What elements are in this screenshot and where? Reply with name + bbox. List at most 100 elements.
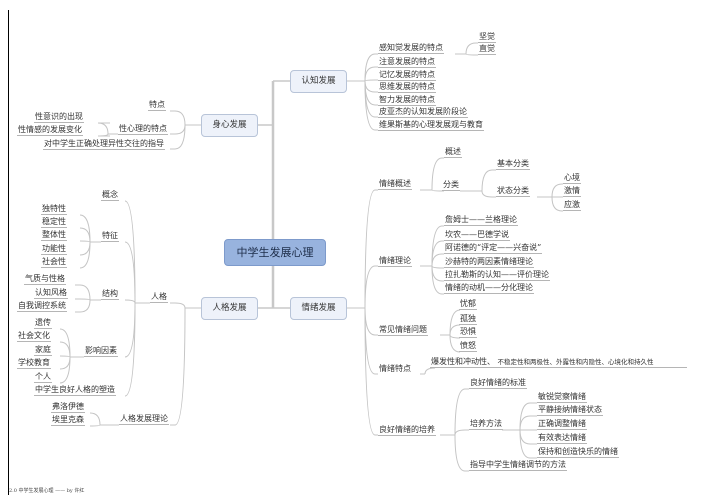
connector (364, 265, 378, 309)
node[interactable]: 正确调整情绪 (537, 419, 587, 430)
node[interactable]: 培养方法 (469, 419, 503, 430)
node[interactable]: 应激 (563, 200, 581, 211)
connector (89, 424, 101, 427)
node[interactable]: 常见情绪问题 (378, 325, 428, 336)
node[interactable]: 基本分类 (496, 159, 530, 170)
node[interactable]: 概述 (444, 147, 462, 158)
node[interactable]: 情绪概述 (378, 179, 412, 190)
connector (364, 80, 378, 93)
node[interactable]: 对中学生正确处理异性交往的指导 (43, 139, 165, 150)
connector (170, 307, 186, 426)
node[interactable]: 愤怒 (459, 341, 477, 352)
connector (465, 53, 478, 56)
connector (551, 183, 563, 198)
connector (59, 355, 71, 358)
node[interactable]: 性意识的出现 (34, 112, 84, 123)
connector (364, 307, 378, 336)
node[interactable]: 维果斯基的心理发展观与教育 (378, 120, 484, 131)
connector (75, 298, 91, 301)
footer-caption: 2.0 中学生发展心理 —— by 许红 (9, 488, 85, 494)
connector (431, 265, 444, 269)
node[interactable]: 坎农——巴德学说 (444, 230, 510, 241)
connector (364, 80, 378, 131)
node[interactable]: 社会性 (41, 257, 67, 268)
node[interactable]: 拉扎勒斯的认知——评价理论 (444, 270, 550, 281)
node[interactable]: 特征 (101, 231, 119, 242)
connector (89, 412, 101, 426)
node[interactable]: 思维发展的特点 (378, 82, 436, 93)
node[interactable]: 坚觉 (478, 32, 496, 43)
node[interactable]: 特点 (148, 100, 166, 111)
node[interactable]: 阿诺德的“评定——兴奋说” (444, 243, 543, 254)
node[interactable]: 情绪的动机——分化理论 (444, 283, 534, 294)
node[interactable]: 沙赫特的两因素情绪理论 (444, 257, 534, 268)
node[interactable]: 有效表达情绪 (537, 433, 587, 444)
topic-cognitive[interactable]: 认知发展 (290, 70, 347, 93)
node[interactable]: 良好情绪的培养 (378, 425, 436, 436)
node[interactable]: 良好情绪的标准 (469, 378, 527, 389)
central-topic[interactable]: 中学生发展心理 (224, 239, 326, 266)
node[interactable]: 皮亚杰的认知发展阶段论 (378, 107, 468, 118)
topic-personality[interactable]: 人格发展 (201, 297, 258, 320)
node[interactable]: 人格发展理论 (119, 414, 169, 425)
node[interactable]: 学校教育 (17, 358, 51, 369)
connector (124, 302, 136, 397)
node[interactable]: 状态分类 (496, 186, 530, 197)
connector (124, 302, 136, 358)
traits-text[interactable]: 爆发性和冲动性、 不稳定性和两极性、外露性和内隐性、心境化和持久性 (430, 357, 687, 368)
node[interactable]: 智力发展的特点 (378, 95, 436, 106)
node[interactable]: 平静接纳情绪状态 (537, 405, 603, 416)
node[interactable]: 心境 (563, 173, 581, 184)
connector (431, 265, 444, 295)
node[interactable]: 詹姆士——兰格理论 (444, 215, 518, 226)
node[interactable]: 结构 (101, 289, 119, 300)
node[interactable]: 整体性 (41, 230, 67, 241)
node[interactable]: 情绪特点 (379, 364, 411, 373)
node[interactable]: 指导中学生情绪调节的方法 (469, 460, 567, 471)
node[interactable]: 认知风格 (34, 288, 68, 299)
node[interactable]: 家庭 (34, 345, 52, 356)
connector (431, 253, 444, 267)
node[interactable]: 概念 (101, 190, 119, 201)
connector (79, 241, 91, 269)
connector (97, 133, 110, 137)
node[interactable]: 激情 (563, 186, 581, 197)
node[interactable]: 直觉 (478, 44, 496, 55)
traits-text-2: 不稳定性和两极性、外露性和内隐性、心境化和持久性 (497, 358, 654, 366)
node[interactable]: 埃里克森 (51, 415, 85, 426)
connector (79, 227, 91, 243)
node[interactable]: 气质与性格 (24, 274, 66, 285)
node[interactable]: 敏锐觉察情绪 (537, 392, 587, 403)
connector (431, 189, 444, 192)
node[interactable]: 恐惧 (459, 327, 477, 338)
node[interactable]: 保持和创造快乐的情绪 (537, 447, 619, 458)
node[interactable]: 中学生良好人格的塑造 (34, 385, 116, 396)
connector (449, 334, 461, 353)
node[interactable]: 记忆发展的特点 (378, 70, 436, 81)
topic-physical[interactable]: 身心发展 (201, 114, 258, 137)
topic-emotion[interactable]: 情绪发展 (290, 297, 347, 320)
node[interactable]: 情绪理论 (378, 256, 412, 267)
node[interactable]: 稳定性 (41, 217, 67, 228)
node[interactable]: 孤独 (459, 314, 477, 325)
node[interactable]: 弗洛伊德 (51, 402, 85, 413)
node[interactable]: 影响因素 (84, 346, 118, 357)
traits-text-1: 爆发性和冲动性、 (431, 357, 495, 366)
node[interactable]: 感知觉发展的特点 (378, 43, 444, 54)
node[interactable]: 社会文化 (17, 331, 51, 342)
node[interactable]: 功能性 (41, 244, 67, 255)
connector (124, 200, 136, 304)
node[interactable]: 独特性 (41, 204, 67, 215)
node[interactable]: 自我调控系统 (17, 301, 67, 312)
node[interactable]: 个人 (34, 372, 52, 383)
node[interactable]: 注意发展的特点 (378, 57, 436, 68)
node[interactable]: 性心理的特点 (118, 124, 168, 135)
node[interactable]: 遗传 (34, 318, 52, 329)
node[interactable]: 分类 (442, 180, 460, 191)
connector (79, 240, 91, 243)
node[interactable]: 人格 (150, 292, 168, 303)
node[interactable]: 性情感的发展变化 (17, 125, 83, 136)
node[interactable]: 忧郁 (459, 299, 477, 310)
connector (59, 356, 71, 384)
